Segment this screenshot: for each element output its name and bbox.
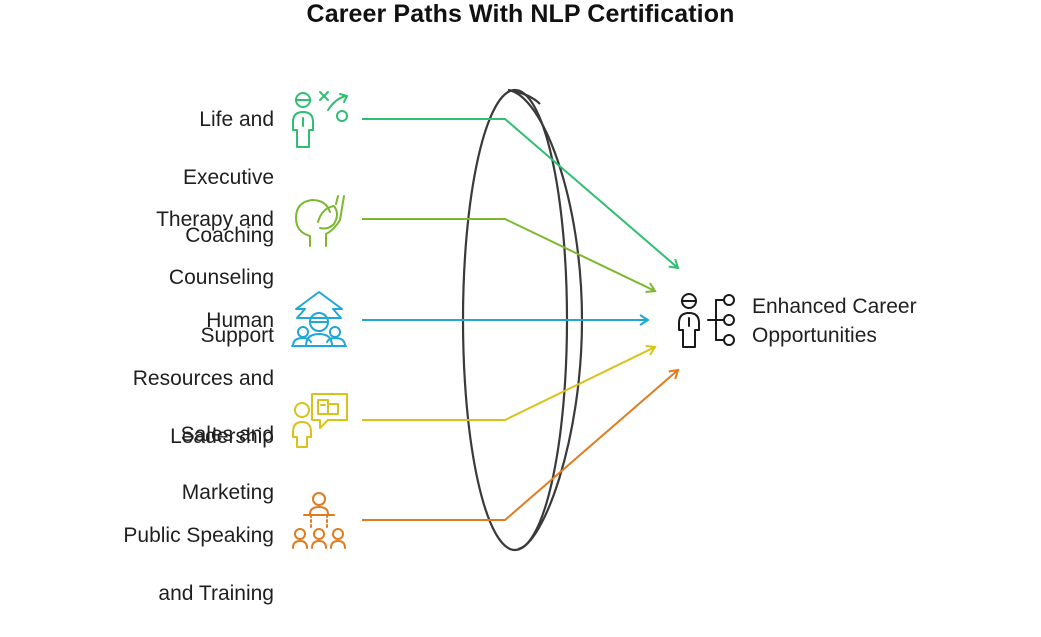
path-label-line: Sales and <box>180 423 274 446</box>
path-label-therapy: Therapy and Counseling Support <box>156 176 274 379</box>
page-title: Career Paths With NLP Certification <box>306 0 735 28</box>
outcome-label-line: Opportunities <box>752 324 877 347</box>
path-label-sales: Sales and Marketing <box>181 391 274 536</box>
path-label-line: Therapy and <box>156 208 274 231</box>
path-label-line: Marketing <box>181 481 274 504</box>
path-label-speaking: Public Speaking and Training <box>123 492 274 637</box>
path-label-line: Leadership <box>170 425 274 448</box>
path-label-line: Life and <box>199 108 274 131</box>
path-label-line: Public Speaking <box>123 524 274 547</box>
path-label-line: and Training <box>158 582 274 605</box>
path-label-line: Resources and <box>132 367 274 390</box>
team-leader-icon <box>291 291 347 347</box>
path-label-line: Counseling <box>168 266 274 289</box>
arrow-therapy <box>362 218 657 294</box>
outcome-label: Enhanced Career Opportunities <box>752 292 917 350</box>
supportive-hand-icon <box>295 195 345 247</box>
arrow-speaking <box>362 368 680 521</box>
path-label-coaching: Life and Executive Coaching <box>183 76 274 279</box>
path-label-line: Support <box>200 324 274 347</box>
path-label-hr: Human Resources and Leadership <box>133 277 274 480</box>
path-label-line: Executive <box>182 166 274 189</box>
arrow-sales <box>362 345 657 421</box>
arrow-coaching <box>362 118 680 270</box>
coach-strategy-icon <box>292 91 348 148</box>
career-branches-icon <box>678 293 735 348</box>
path-label-line: Coaching <box>185 224 274 247</box>
presentation-board-icon <box>292 393 348 448</box>
speaker-audience-icon <box>292 492 346 549</box>
outcome-label-line: Enhanced Career <box>752 295 917 318</box>
diagram-canvas <box>291 88 735 552</box>
path-label-line: Human <box>206 309 274 332</box>
